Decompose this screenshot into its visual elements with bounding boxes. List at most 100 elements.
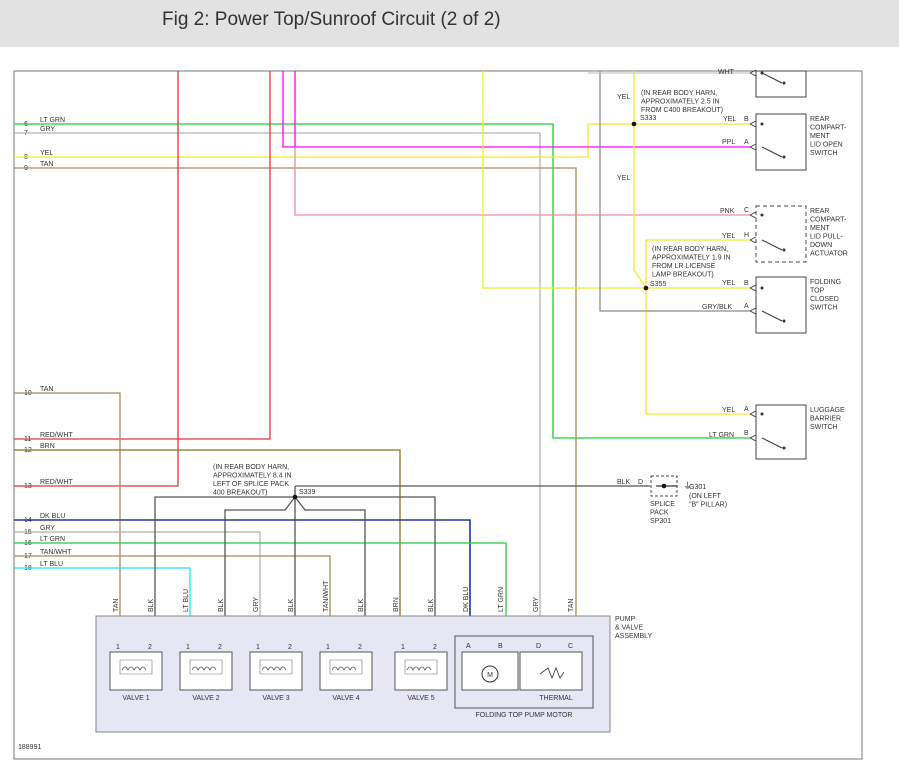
rear-compartment-pulldown-actuator-label: REAR	[810, 208, 829, 215]
wire-label: LT GRN	[40, 536, 65, 543]
rear-compartment-pulldown-actuator-label: DOWN	[810, 242, 832, 249]
wire-label: YEL	[722, 280, 735, 287]
wire-tan-9	[14, 167, 577, 648]
wire-label: BLK	[617, 479, 631, 486]
splice-s355-label: S355	[650, 281, 666, 288]
valve-2	[179, 651, 233, 691]
switch-blade	[761, 239, 783, 251]
wire-blk	[154, 496, 295, 648]
splice-pack-dot	[661, 483, 667, 489]
valve-label: VALVE 2	[192, 695, 219, 702]
luggage-barrier-switch-label: BARRIER	[810, 416, 841, 423]
splice-s333-dot	[631, 121, 637, 127]
pin-label: C	[744, 207, 749, 214]
wire-pnk	[294, 147, 750, 216]
coil	[404, 659, 438, 675]
coil-symbol	[331, 666, 357, 671]
pin-label: D	[638, 479, 643, 486]
wire-label: GRY	[40, 126, 55, 133]
vertical-wire-label: BLK	[358, 598, 365, 612]
wire-lt-grn-16	[14, 542, 507, 648]
valve-box	[179, 651, 233, 691]
pin-label: 2	[148, 644, 152, 651]
wire-gry-15	[14, 531, 261, 648]
connector-chevron	[749, 410, 757, 418]
pin-label: 2	[288, 644, 292, 651]
pin-label: C	[568, 643, 573, 650]
pin-label: 1	[401, 644, 405, 651]
splice-s333-note: APPROXIMATELY 2.5 IN	[641, 99, 720, 106]
wire-yel	[633, 124, 647, 289]
wire-label: TAN/WHT	[40, 549, 72, 556]
connector-chevron	[749, 211, 757, 219]
vertical-wire-label: BLK	[148, 598, 155, 612]
valve-box	[109, 651, 163, 691]
valve-box	[394, 651, 448, 691]
wire-label: GRY/BLK	[702, 304, 733, 311]
splice-s333-note: FROM C400 BREAKOUT)	[641, 107, 723, 114]
luggage-barrier-switch-label: SWITCH	[810, 424, 838, 431]
splice-s339-dot	[292, 494, 298, 500]
luggage-barrier-switch-box	[755, 404, 807, 460]
vertical-wire-label: LT BLU	[183, 589, 190, 612]
wire-brn-12	[14, 449, 401, 648]
vertical-wire-label: BRN	[393, 597, 400, 612]
wire-label: WHT	[718, 69, 735, 76]
assembly-label: & VALVE	[615, 625, 643, 632]
wire-blk	[294, 496, 366, 648]
splice-s355-note: APPROXIMATELY 1.9 IN	[652, 255, 731, 262]
page-title: Fig 2: Power Top/Sunroof Circuit (2 of 2…	[162, 9, 501, 30]
wire-label: PNK	[720, 208, 735, 215]
folding-top-closed-switch-label: SWITCH	[810, 305, 838, 312]
thermal-box	[519, 651, 583, 691]
switch-contact	[760, 213, 764, 217]
connector-chevron	[749, 284, 757, 292]
splice-s339-note: APPROXIMATELY 8.4 IN	[213, 473, 292, 480]
switch-contact	[760, 286, 764, 290]
luggage-barrier-switch	[749, 404, 807, 460]
pin-label: 1	[186, 644, 190, 651]
valve-box	[249, 651, 303, 691]
coil	[119, 659, 153, 675]
wire-label: YEL	[617, 94, 630, 101]
vertical-wire-label: BLK	[218, 598, 225, 612]
connector-chevron	[749, 120, 757, 128]
switch-contact	[782, 446, 786, 450]
rear-compartment-lid-open-switch	[749, 113, 807, 171]
valve-label: VALVE 5	[407, 695, 434, 702]
splice-s333-note: (IN REAR BODY HARN,	[641, 90, 717, 97]
pin-label: A	[744, 139, 749, 146]
ground-note: (ON LEFT	[689, 493, 722, 500]
switch-blade	[761, 437, 783, 449]
valve-label: VALVE 1	[122, 695, 149, 702]
coil-symbol	[406, 666, 432, 671]
vertical-wire-label: TAN/WHT	[323, 580, 330, 612]
rear-compartment-lid-open-switch-label: REAR	[810, 116, 829, 123]
wire-label: TAN	[40, 161, 53, 168]
wire-gry-7	[14, 132, 541, 648]
pin-label: 1	[256, 644, 260, 651]
wire-blk	[295, 496, 436, 648]
valve-label: VALVE 4	[332, 695, 359, 702]
folding-top-closed-switch-label: TOP	[810, 288, 825, 295]
wire-label: GRY	[40, 525, 55, 532]
luggage-barrier-switch-label: LUGGAGE	[810, 407, 845, 414]
wiring-diagram: 6LT GRN7GRY8YEL9TAN10TAN11RED/WHT12BRN13…	[13, 69, 863, 760]
connector-chevron	[749, 69, 757, 77]
ground-note: "B" PILLAR)	[689, 502, 727, 509]
wire-label: LT GRN	[40, 117, 65, 124]
top-partial-switch	[749, 69, 807, 98]
wire-blk	[224, 496, 296, 648]
wire-label: YEL	[722, 407, 735, 414]
connector-chevron	[749, 307, 757, 315]
pin-label: 2	[433, 644, 437, 651]
wire-label: RED/WHT	[40, 479, 73, 486]
coil	[259, 659, 293, 675]
pin-label: B	[744, 280, 749, 287]
splice-s355-note: (IN REAR BODY HARN,	[652, 246, 728, 253]
splice-s355-note: LAMP BREAKOUT)	[652, 272, 714, 279]
wire-yel-s355	[482, 71, 750, 289]
folding-top-closed-switch	[749, 276, 807, 334]
wire-label: PPL	[722, 139, 735, 146]
figure-number: 188991	[18, 744, 41, 751]
